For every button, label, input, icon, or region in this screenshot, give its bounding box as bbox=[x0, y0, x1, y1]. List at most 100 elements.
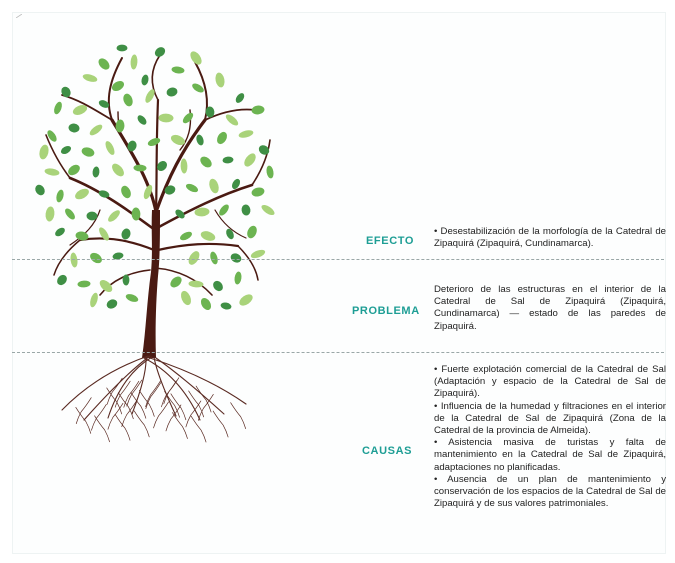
leaf bbox=[54, 101, 62, 115]
leaf bbox=[116, 44, 128, 52]
tree-branch bbox=[237, 245, 259, 281]
cause-item: • Influencia de la humedad y filtracione… bbox=[434, 400, 666, 437]
root-fiber bbox=[133, 410, 150, 438]
leaf bbox=[185, 183, 199, 193]
leaf bbox=[123, 93, 133, 107]
leaf bbox=[217, 131, 227, 145]
tree-branch bbox=[151, 54, 161, 101]
leaf bbox=[56, 189, 64, 203]
label-problem: PROBLEMA bbox=[352, 305, 420, 317]
leaf bbox=[68, 164, 80, 176]
root-fiber bbox=[212, 410, 229, 438]
root-fiber bbox=[107, 402, 124, 430]
leaf bbox=[98, 58, 110, 70]
root-fiber bbox=[117, 392, 134, 420]
root bbox=[131, 356, 147, 415]
root-fiber bbox=[164, 390, 180, 418]
leaf bbox=[175, 209, 185, 219]
root-fiber bbox=[94, 415, 110, 443]
root-fiber bbox=[145, 382, 162, 409]
leaf bbox=[98, 190, 110, 198]
cause-item: • Fuerte explotación comercial de la Cat… bbox=[434, 364, 666, 400]
tree-branch bbox=[69, 209, 101, 246]
leaf bbox=[247, 225, 257, 239]
tree-branch bbox=[194, 61, 208, 121]
tree-branch bbox=[154, 267, 213, 296]
leaf bbox=[89, 124, 103, 136]
tree-branch bbox=[214, 209, 247, 239]
leaf bbox=[47, 130, 57, 142]
leaf bbox=[158, 113, 174, 123]
divider-problem-causes bbox=[12, 352, 664, 353]
leaf bbox=[200, 297, 212, 311]
root-fiber bbox=[195, 385, 212, 413]
leaf bbox=[166, 87, 178, 97]
tree-roots bbox=[61, 355, 247, 443]
root bbox=[149, 357, 247, 405]
leaf bbox=[251, 105, 265, 115]
text-problem: Deterioro de las estructuras en el inter… bbox=[434, 284, 666, 333]
leaf bbox=[130, 54, 138, 70]
leaf bbox=[225, 114, 239, 126]
leaf bbox=[210, 251, 218, 265]
root-fiber bbox=[198, 394, 214, 421]
tree-branch bbox=[156, 242, 240, 252]
leaf bbox=[57, 274, 67, 286]
tree-branch bbox=[154, 118, 207, 214]
leaf bbox=[241, 204, 251, 216]
leaf bbox=[190, 51, 202, 65]
effect-text: • Desestabilización de la morfología de … bbox=[434, 226, 666, 250]
leaf bbox=[75, 188, 89, 200]
tree-branch bbox=[78, 237, 156, 252]
tree-branch bbox=[204, 108, 256, 121]
leaf bbox=[45, 206, 55, 222]
leaf bbox=[266, 165, 274, 179]
tree-branch bbox=[154, 98, 160, 214]
leaf bbox=[82, 74, 98, 82]
leaf bbox=[86, 211, 98, 221]
leaf bbox=[258, 145, 270, 155]
root-fiber bbox=[190, 415, 207, 443]
root-fiber bbox=[145, 380, 161, 408]
root-fiber bbox=[123, 380, 140, 408]
root bbox=[107, 356, 153, 419]
leaf bbox=[35, 184, 45, 196]
leaf bbox=[188, 251, 200, 265]
leaf bbox=[111, 80, 125, 92]
divider-effect-problem bbox=[12, 259, 664, 260]
leaf bbox=[131, 207, 141, 221]
leaf bbox=[121, 185, 131, 199]
root-fiber bbox=[91, 403, 107, 431]
label-effect: EFECTO bbox=[366, 235, 415, 247]
leaf bbox=[213, 280, 223, 292]
label-causes: CAUSAS bbox=[362, 445, 413, 457]
root-fiber bbox=[230, 402, 246, 429]
leaf bbox=[182, 112, 194, 124]
leaf bbox=[122, 274, 130, 286]
leaf bbox=[209, 178, 219, 194]
leaf bbox=[215, 72, 225, 88]
leaf bbox=[60, 145, 72, 155]
leaf bbox=[196, 134, 204, 146]
leaf bbox=[68, 123, 80, 133]
root-fiber bbox=[165, 404, 182, 432]
leaf bbox=[77, 280, 91, 288]
tree-branch bbox=[68, 176, 157, 232]
root bbox=[153, 356, 177, 417]
leaf bbox=[157, 161, 167, 171]
leaf bbox=[121, 228, 131, 240]
leaf bbox=[92, 166, 100, 178]
leaf bbox=[108, 210, 120, 222]
leaf bbox=[112, 252, 124, 260]
leaf bbox=[170, 276, 182, 288]
tree-branch bbox=[53, 239, 81, 276]
leaf bbox=[145, 89, 155, 103]
leaf bbox=[261, 204, 275, 216]
root-fiber bbox=[172, 412, 188, 439]
cause-item: • Asistencia masiva de turistas y falta … bbox=[434, 437, 666, 473]
leaf bbox=[180, 158, 188, 174]
leaf bbox=[39, 144, 49, 160]
leaf bbox=[106, 299, 118, 309]
cause-item: • Ausencia de un plan de mantenimiento y… bbox=[434, 473, 666, 510]
diagram-frame bbox=[12, 12, 666, 554]
